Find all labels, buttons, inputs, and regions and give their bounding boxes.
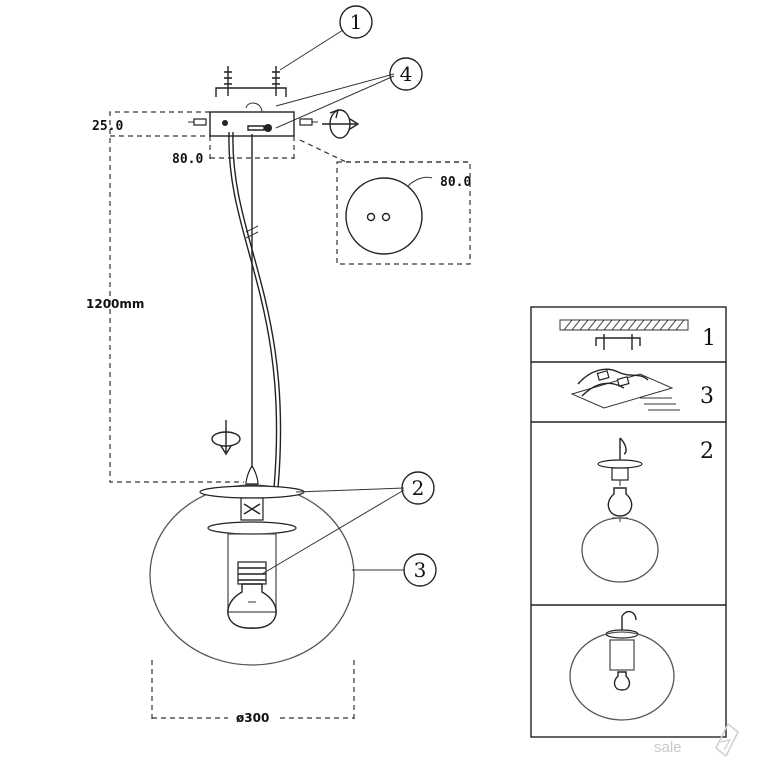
- callout-2-number: 2: [412, 476, 425, 500]
- light-bulb: [227, 583, 277, 629]
- step-number-2: 2: [700, 439, 714, 464]
- canopy-width-label: 80.0: [172, 152, 203, 167]
- step-number-1: 1: [702, 326, 716, 351]
- power-cord: [228, 131, 282, 489]
- final-assembled-lamp: [569, 610, 675, 721]
- step-number-3: 3: [700, 384, 714, 409]
- callout-3-number: 3: [414, 558, 427, 582]
- callout-1-number: 1: [350, 10, 363, 34]
- bulb-socket: [227, 533, 277, 613]
- installation-steps-panel: [530, 306, 727, 738]
- callout-leaders: [261, 29, 405, 575]
- callout-4-number: 4: [400, 62, 413, 86]
- dimension-frames: [109, 111, 470, 483]
- shade-diameter-label: ø300: [236, 711, 269, 725]
- rotate-tighten-icon: [322, 108, 360, 139]
- glass-shade: [149, 484, 355, 666]
- canopy-side-screw-right: [299, 118, 318, 126]
- cable-length-label: 1200mm: [86, 297, 144, 311]
- ceiling-mounting-bracket: [215, 66, 287, 97]
- canopy-height-label: 25.0: [92, 119, 123, 134]
- callout-4: 4: [389, 57, 423, 91]
- canopy-diameter-label: 80.0: [440, 175, 471, 190]
- suspension-cable: [245, 134, 259, 468]
- callout-1: 1: [339, 5, 373, 39]
- upper-deflector: [199, 464, 305, 535]
- watermark: sale: [654, 722, 739, 758]
- callout-3: 3: [403, 553, 437, 587]
- shade-diameter-dimension: [151, 660, 355, 720]
- watermark-text: sale: [654, 739, 682, 756]
- canopy-detail-view: [336, 161, 471, 265]
- rotate-adjust-icon: [211, 420, 241, 456]
- step-connect-wires: 3: [570, 368, 714, 411]
- callout-2: 2: [401, 471, 435, 505]
- ceiling-canopy: [209, 102, 295, 137]
- canopy-side-screw-left: [188, 118, 207, 126]
- step-mount-bracket: 1: [559, 319, 716, 351]
- step-assemble-shade: 2: [581, 437, 714, 583]
